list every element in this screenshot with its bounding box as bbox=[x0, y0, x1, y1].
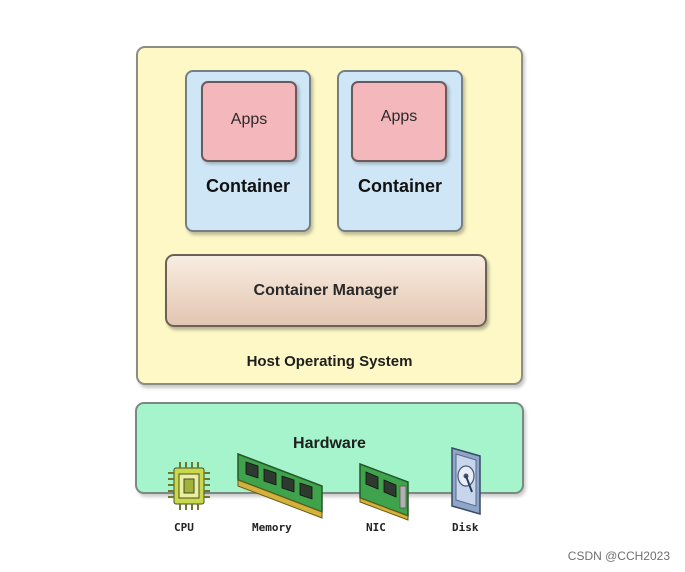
network-card-icon bbox=[359, 462, 409, 521]
container-manager-box: Container Manager bbox=[165, 254, 487, 327]
apps-label-1: Apps bbox=[230, 111, 268, 128]
cpu-chip-icon bbox=[168, 462, 210, 510]
watermark-text: CSDN @CCH2023 bbox=[567, 549, 670, 563]
cpu-label: CPU bbox=[174, 521, 194, 534]
apps-label-2: Apps bbox=[380, 108, 418, 125]
container-manager-label: Container Manager bbox=[253, 281, 399, 299]
host-os-label: Host Operating System bbox=[246, 353, 413, 370]
container-label-1: Container bbox=[205, 176, 290, 196]
container-label-2: Container bbox=[357, 176, 442, 196]
memory-label: Memory bbox=[252, 521, 292, 534]
disk-drive-icon bbox=[451, 447, 481, 515]
memory-module-icon bbox=[237, 452, 323, 519]
apps-box-2: Apps bbox=[351, 81, 447, 162]
hardware-label: Hardware bbox=[293, 435, 366, 452]
nic-label: NIC bbox=[366, 521, 386, 534]
apps-box-1: Apps bbox=[201, 81, 297, 162]
disk-label: Disk bbox=[452, 521, 479, 534]
